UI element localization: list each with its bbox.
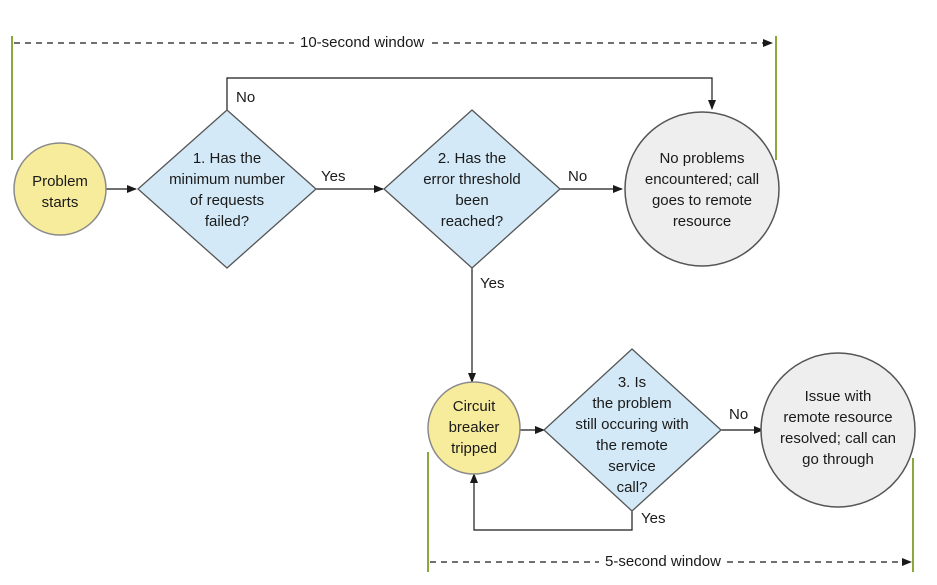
node-circuit-tripped	[427, 381, 521, 475]
node-decision-2-label: 2. Has the error threshold been reached?	[423, 150, 521, 230]
node-decision-1-label: 1. Has the minimum number of requests fa…	[169, 150, 285, 230]
edge-d2-yes-label: Yes	[480, 275, 505, 292]
node-problem-starts-label: Problem starts	[32, 173, 88, 211]
node-decision-3-label: 3. Is the problem still occuring with th…	[575, 374, 689, 496]
node-circuit-tripped-label: Circuit breaker tripped	[448, 398, 500, 457]
node-issue-resolved-label: Issue with remote resource resolved; cal…	[780, 388, 896, 468]
edge-d2-no-label: No	[568, 168, 588, 185]
top-window-label: 10-second window	[294, 34, 431, 52]
edge-d1-yes-label: Yes	[321, 168, 346, 185]
node-issue-resolved	[760, 352, 916, 508]
node-problem-starts	[13, 142, 107, 236]
node-no-problems	[624, 111, 780, 267]
node-decision-3	[543, 348, 722, 512]
edge-d3-no-label: No	[729, 406, 749, 423]
edge-d3-yes-label: Yes	[641, 510, 666, 527]
node-no-problems-label: No problems encountered; call goes to re…	[644, 150, 760, 230]
edge-d3-yes-loop	[470, 473, 633, 531]
edge-d1-no-label: No	[236, 89, 256, 106]
bottom-window-label: 5-second window	[599, 553, 727, 571]
node-decision-2	[383, 109, 561, 269]
edge-d1-no	[226, 77, 716, 110]
node-decision-1	[137, 109, 317, 269]
